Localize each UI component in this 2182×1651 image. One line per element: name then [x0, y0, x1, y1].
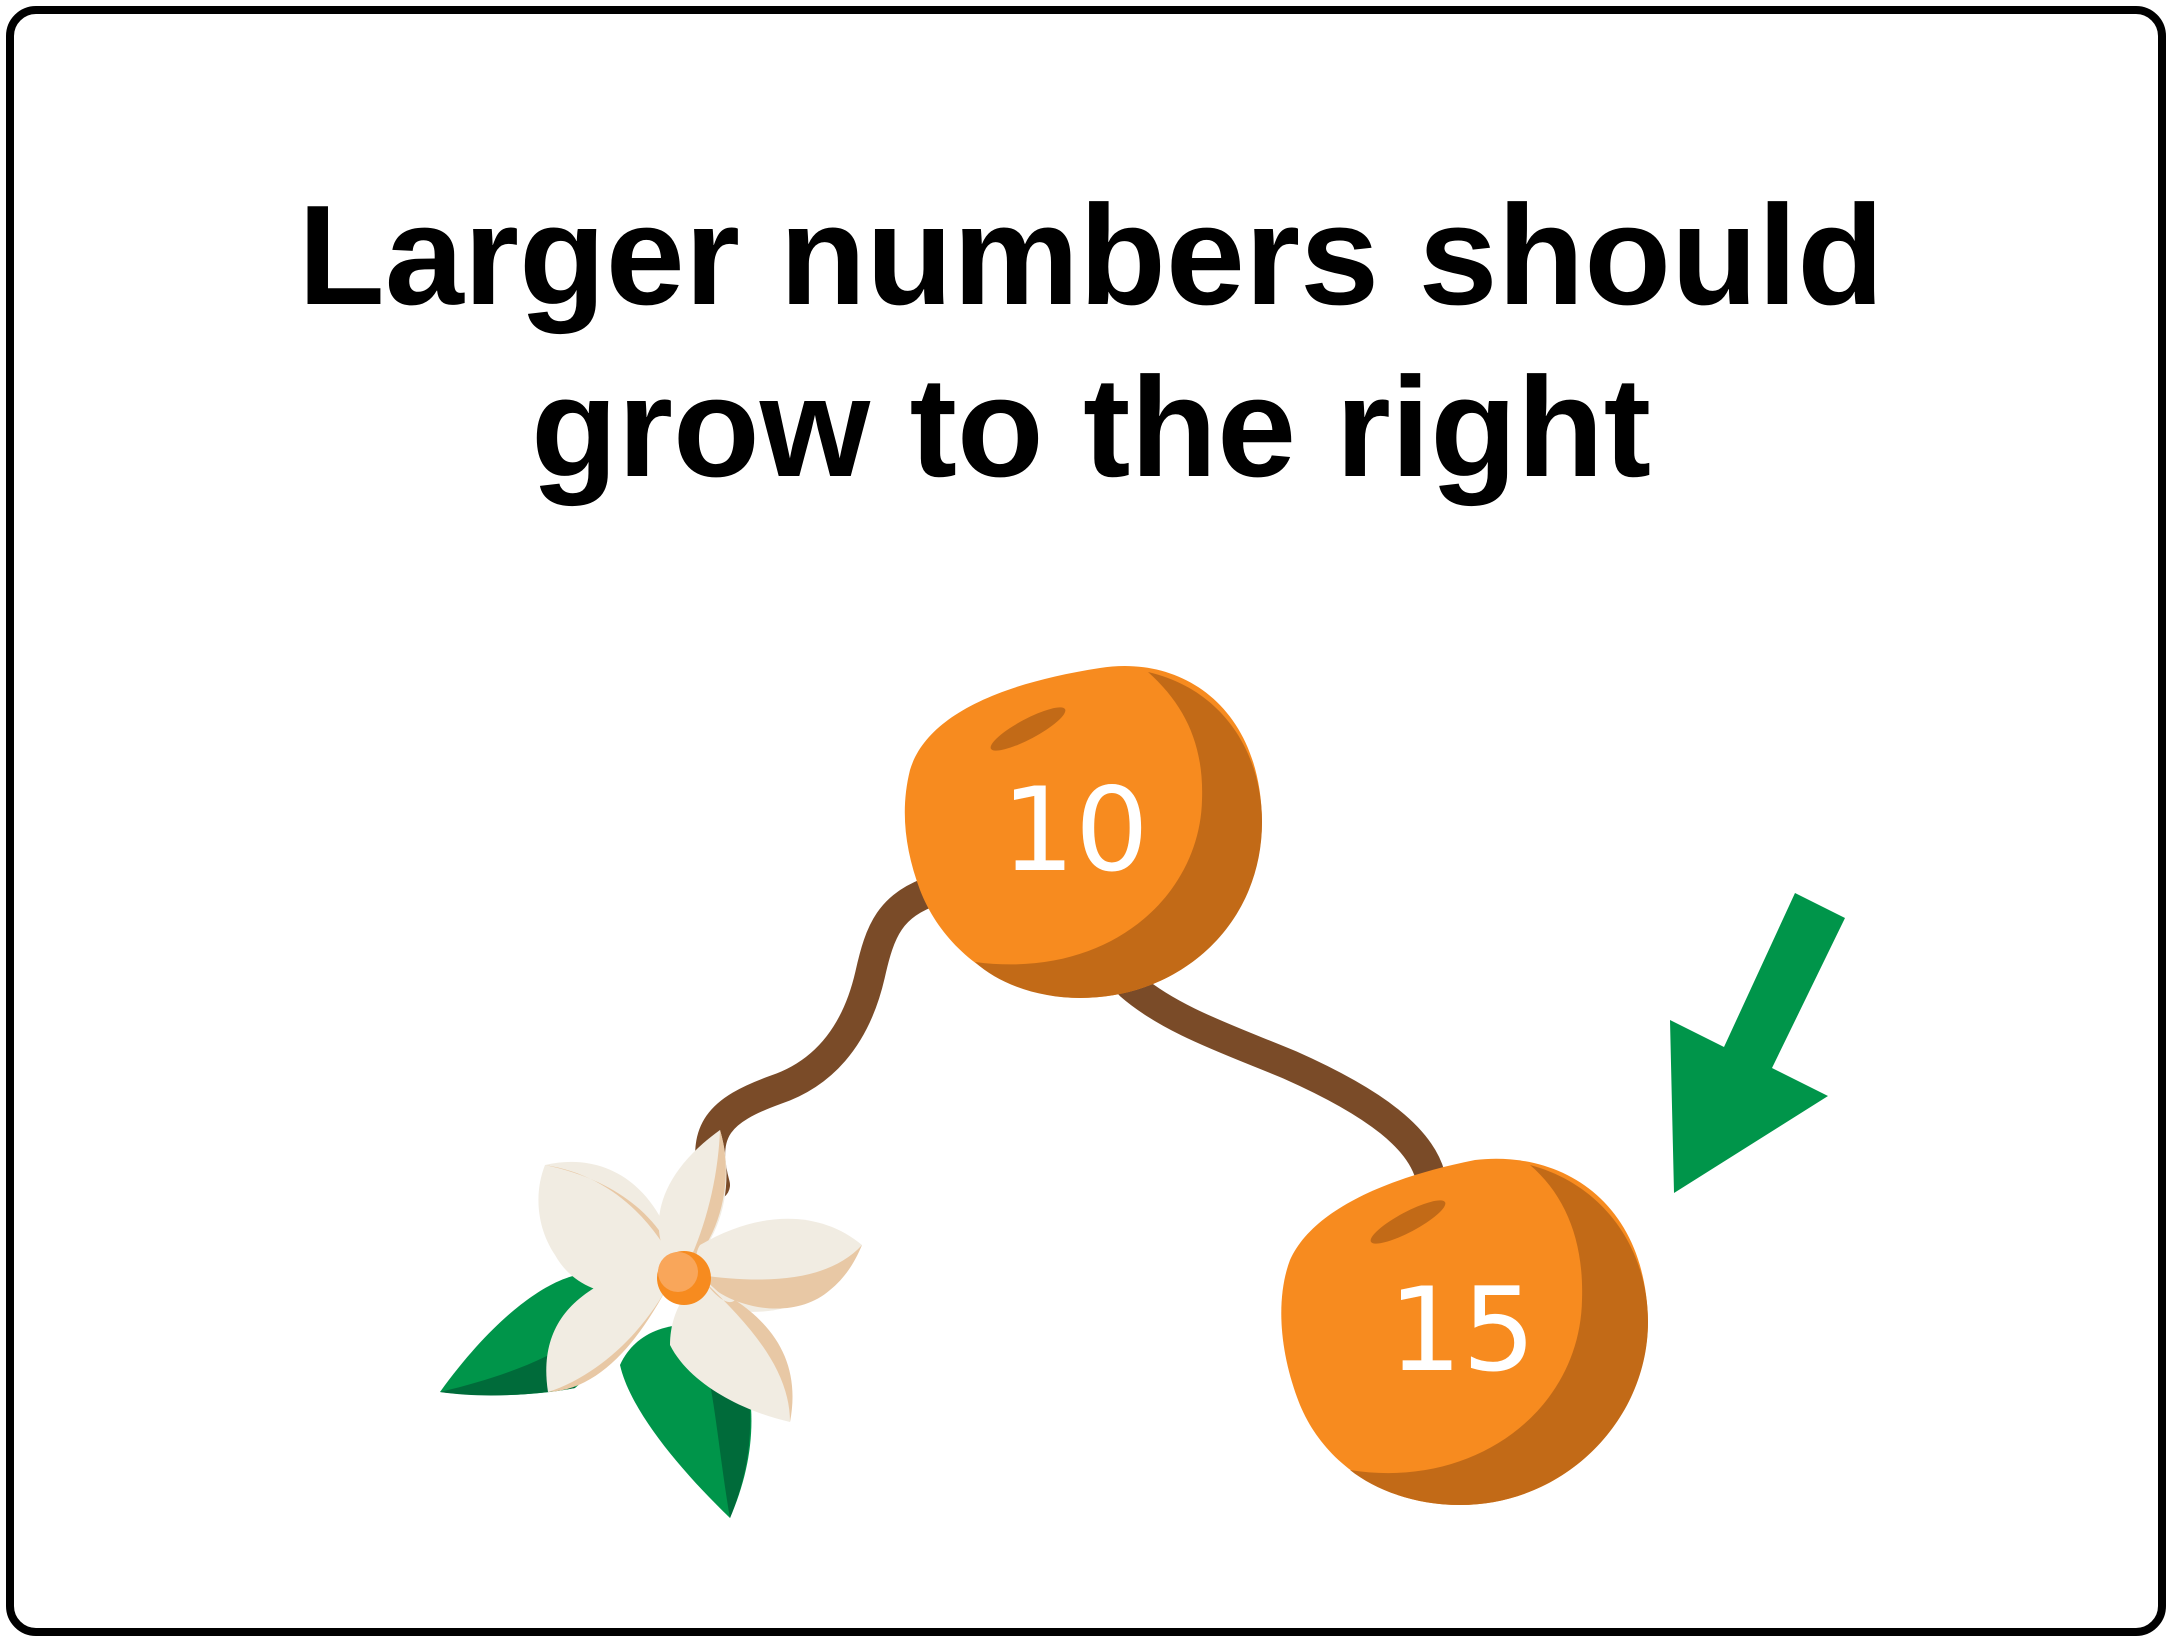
title-line-1: Larger numbers should: [298, 176, 1884, 335]
flower-center-highlight: [658, 1252, 698, 1292]
petal-right-shade: [700, 1245, 862, 1309]
arrow-down-left-icon: [1670, 893, 1845, 1193]
leaf-left-vein: [440, 1340, 575, 1396]
fruit-right-shade: [1350, 1165, 1648, 1505]
fruit-root-highlight: [990, 707, 1066, 751]
branch-left: [695, 875, 950, 1200]
petal-lower-right-shade: [705, 1282, 793, 1422]
branch-right: [1115, 970, 1445, 1190]
fruit-node-root: 10: [904, 665, 1262, 998]
fruit-right-highlight: [1370, 1200, 1446, 1244]
node-label-10: 10: [1001, 763, 1149, 898]
fruit-node-right: 15: [1281, 1158, 1648, 1505]
flower-icon: [440, 1130, 862, 1518]
petal-top: [658, 1130, 727, 1275]
petal-lower-right: [670, 1280, 790, 1422]
node-label-15: 15: [1388, 1263, 1536, 1398]
petal-lower-left: [546, 1276, 670, 1392]
title-line-2: grow to the right: [530, 348, 1652, 507]
petal-upper-left: [538, 1161, 680, 1294]
page-title: Larger numbers should grow to the right: [0, 170, 2182, 514]
fruit-root-shade: [975, 672, 1262, 998]
